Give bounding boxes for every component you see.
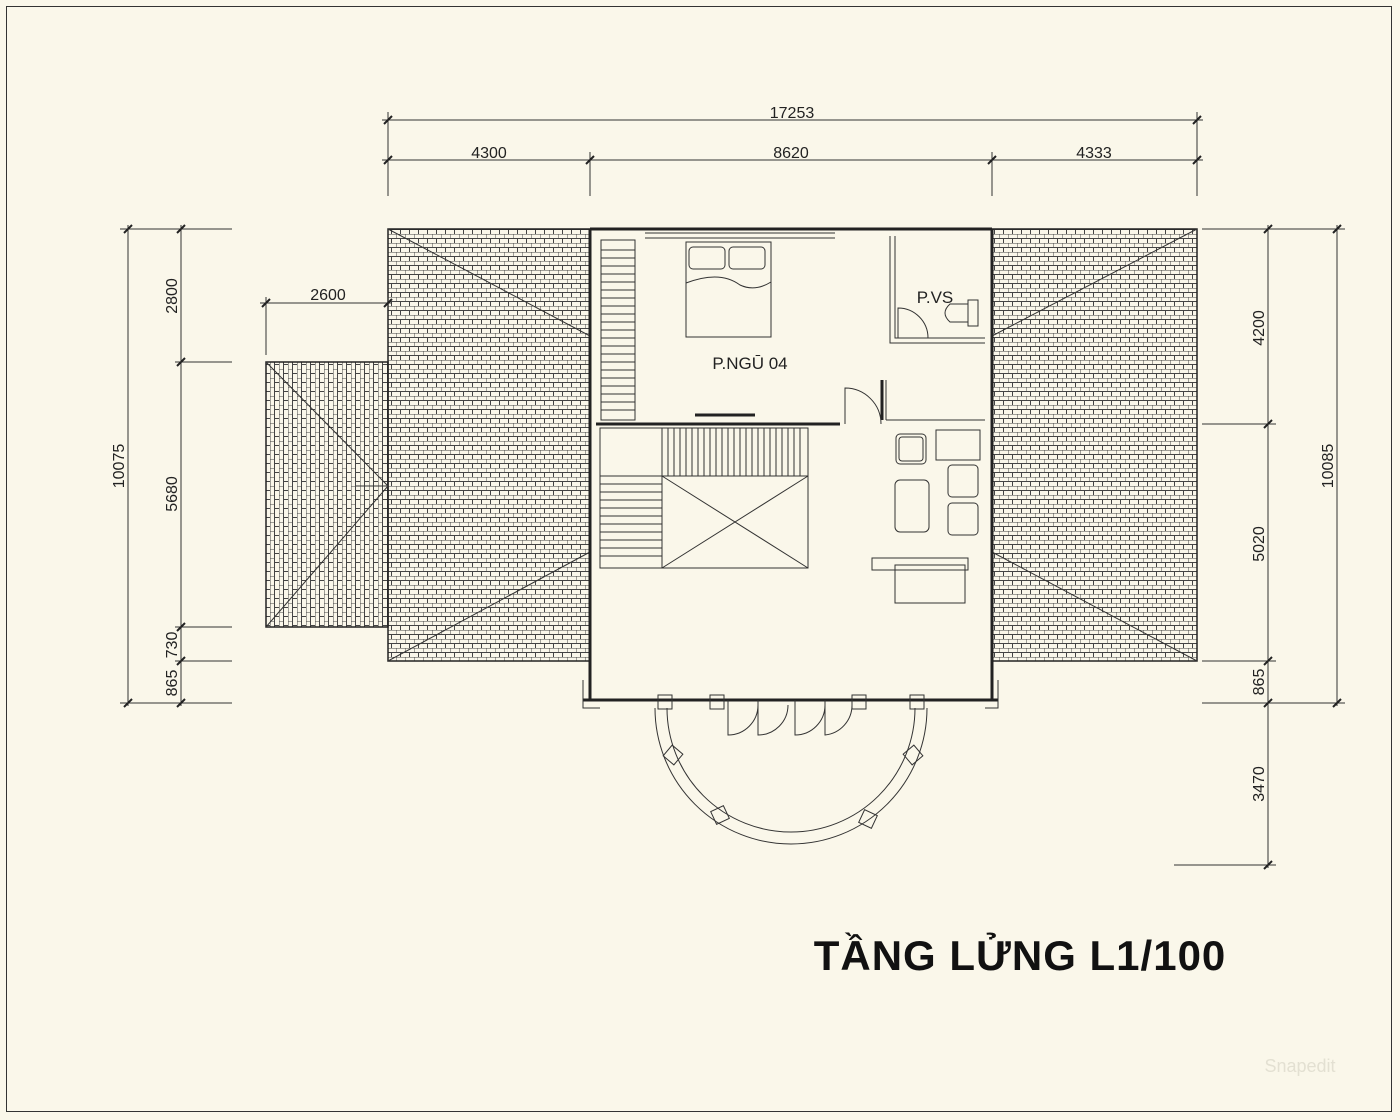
dimension-wing: 2600 <box>260 287 393 355</box>
dim-right-total: 10085 <box>1320 444 1337 489</box>
dim-top-right: 4333 <box>1076 145 1112 162</box>
stair-void <box>661 475 809 569</box>
dim-right-4: 3470 <box>1251 766 1268 802</box>
floor-interior <box>582 227 999 709</box>
sofa-set <box>894 429 981 536</box>
bathroom: P.VS <box>897 288 979 339</box>
desk <box>871 557 969 604</box>
wc-label: P.VS <box>917 288 954 307</box>
roof-wing <box>265 361 389 628</box>
dim-right-3: 865 <box>1251 669 1268 696</box>
bed <box>685 241 772 338</box>
roof-right <box>991 228 1198 662</box>
dim-left-2: 5680 <box>164 476 181 512</box>
dim-left-total: 10075 <box>111 444 128 489</box>
staircase <box>599 427 809 569</box>
dim-top-left: 4300 <box>471 145 507 162</box>
dimension-top: 17253 4300 8620 4333 <box>382 105 1203 196</box>
toilet-icon <box>944 299 979 327</box>
dim-right-2: 5020 <box>1251 526 1268 562</box>
bedroom: P.NGŪ 04 <box>600 232 882 425</box>
dim-wing: 2600 <box>310 287 346 304</box>
dimension-left: 10075 2800 5680 730 865 <box>111 224 232 708</box>
dim-left-3: 730 <box>164 632 181 659</box>
balcony-doors <box>727 700 853 736</box>
balcony <box>654 694 928 845</box>
dim-top-total: 17253 <box>770 105 815 122</box>
dim-left-1: 2800 <box>164 278 181 314</box>
dimension-right: 4200 5020 865 3470 10085 <box>1174 224 1345 870</box>
bedroom-label: P.NGŪ 04 <box>712 354 787 373</box>
watermark-text: Snapedit <box>1264 1056 1335 1076</box>
dim-left-4: 865 <box>164 670 181 697</box>
roof-left <box>387 228 591 662</box>
dim-right-1: 4200 <box>1251 310 1268 346</box>
drawing-title: TẦNG LỬNG L1/100 <box>814 931 1227 979</box>
drawing-border <box>6 6 1392 1112</box>
dim-top-middle: 8620 <box>773 145 809 162</box>
